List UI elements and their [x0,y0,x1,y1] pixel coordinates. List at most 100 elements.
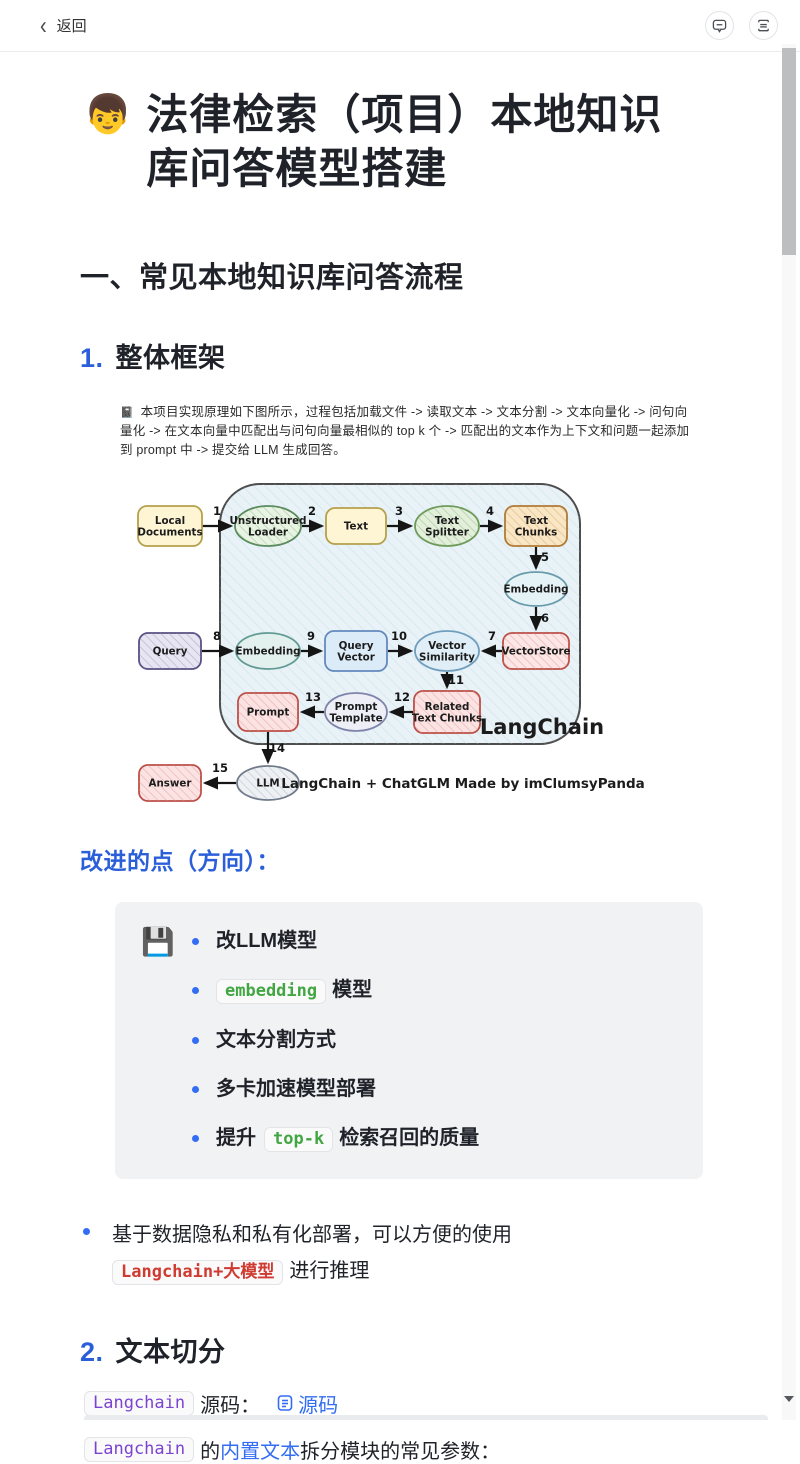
edge-label-7: 7 [488,629,496,643]
callout-item-text: 多卡加速模型部署 [216,1077,376,1100]
edge-label-12: 12 [394,690,410,704]
callout-item-text: 文本分割方式 [216,1028,336,1051]
back-label: 返回 [56,18,87,35]
document-body: 👦 法律检索（项目）本地知识库问答模型搭建 一、常见本地知识库问答流程 1.整体… [0,88,800,1464]
notebook-icon: 📓 [120,406,134,419]
topbar: ‹ 返回 [0,0,800,52]
svg-text:Text Chunks: Text Chunks [412,712,482,724]
outline-button[interactable] [749,11,778,40]
scrollbar-track[interactable] [782,44,796,1420]
svg-text:Template: Template [329,712,382,724]
callout-item-text: 模型 [332,978,373,1001]
svg-text:Answer: Answer [148,777,192,789]
svg-text:Unstructured: Unstructured [230,514,307,526]
node-llm: LLM [236,764,300,801]
svg-text:Prompt: Prompt [247,706,290,718]
svg-text:Similarity: Similarity [419,651,475,663]
heading-sub-1: 1.整体框架 [80,336,720,375]
svg-text:Prompt: Prompt [335,700,378,712]
inline-code-topk: top-k [264,1126,334,1152]
callout-item-text: 检索召回的质量 [339,1126,480,1149]
title-text: 法律检索（项目）本地知识库问答模型搭建 [146,91,663,192]
inline-code-langchain-llm: Langchain+大模型 [112,1259,284,1285]
node-answer: Answer [138,763,202,802]
langchain-label: LangChain [480,715,604,739]
params-mid: 的 [200,1440,221,1463]
node-embedding-left: Embedding [235,631,301,670]
svg-text:Vector: Vector [337,651,375,663]
privacy-text: 基于数据隐私和私有化部署，可以方便的使用 [112,1223,512,1246]
comment-button[interactable] [705,11,734,40]
edge-label-2: 2 [308,504,316,518]
heading-sub-1-title: 整体框架 [115,342,226,373]
node-text: Text [325,506,387,545]
scroll-down-button[interactable] [782,1396,796,1417]
topbar-actions [705,11,778,40]
privacy-item: 基于数据隐私和私有化部署，可以方便的使用 Langchain+大模型进行推理 [80,1217,720,1290]
source-link-label: 源码 [298,1394,339,1417]
floppy-disk-emoji: 💾 [141,926,175,957]
scrollbar-thumb[interactable] [782,48,796,255]
document-link-icon [277,1395,293,1411]
outline-icon [756,18,771,33]
svg-text:LLM: LLM [256,777,279,789]
svg-text:Text: Text [435,514,459,526]
svg-text:Embedding: Embedding [503,583,568,595]
edge-label-14: 14 [269,741,285,755]
callout-item-split: 文本分割方式 [189,1026,479,1055]
back-chevron-icon: ‹ [40,11,47,40]
embedded-flowchart-image[interactable]: 📓 本项目实现原理如下图所示，过程包括加载文件 -> 读取文本 -> 文本分割 … [120,403,690,818]
langchain-chip: Langchain [84,1436,195,1462]
edge-label-15: 15 [212,761,228,775]
privacy-text-post: 进行推理 [289,1259,370,1282]
page-title: 👦 法律检索（项目）本地知识库问答模型搭建 [84,88,720,196]
back-button[interactable]: ‹ 返回 [40,11,87,40]
edge-label-6: 6 [541,611,549,625]
title-emoji: 👦 [84,94,133,136]
edge-label-11: 11 [448,673,464,687]
source-line: Langchain 源码： 源码 [84,1389,720,1418]
node-query: Query [138,631,202,670]
privacy-list: 基于数据隐私和私有化部署，可以方便的使用 Langchain+大模型进行推理 [80,1217,720,1290]
figure-caption: LangChain + ChatGLM Made by imClumsyPand… [281,776,644,792]
builtin-text-link[interactable]: 内置文本 [220,1440,301,1463]
params-line: Langchain 的 内置文本 拆分模块的常见参数： [84,1435,720,1464]
improve-heading: 改进的点（方向）： [80,847,280,874]
edge-label-9: 9 [307,629,315,643]
edge-label-8: 8 [213,629,221,643]
callout-item-multigpu: 多卡加速模型部署 [189,1075,479,1104]
svg-text:Splitter: Splitter [425,526,470,538]
inline-code-embedding: embedding [216,978,327,1004]
node-embedding-top: Embedding [503,570,569,607]
node-vector-store: VectorStore [501,631,571,670]
privacy-text-2: Langchain+大模型进行推理 [112,1259,370,1285]
comment-icon [712,18,727,33]
node-prompt: Prompt [237,691,299,732]
callout-item-llm: 改LLM模型 [189,927,479,956]
svg-text:Text: Text [344,520,368,532]
heading-section-1: 一、常见本地知识库问答流程 [80,261,464,294]
svg-text:Text: Text [524,514,548,526]
source-link[interactable]: 源码 [276,1389,338,1418]
edge-label-5: 5 [541,550,549,564]
edge-label-10: 10 [391,629,407,643]
figure-paragraph: 📓 本项目实现原理如下图所示，过程包括加载文件 -> 读取文本 -> 文本分割 … [120,403,690,460]
callout-item-text: 提升 [216,1126,256,1149]
svg-text:Related: Related [425,700,470,712]
edge-label-13: 13 [305,690,321,704]
params-rest: 拆分模块的常见参数： [300,1440,501,1463]
svg-text:Embedding: Embedding [235,645,300,657]
svg-text:VectorStore: VectorStore [501,645,570,657]
source-label: 源码： [200,1394,261,1417]
svg-text:Query: Query [339,639,374,651]
